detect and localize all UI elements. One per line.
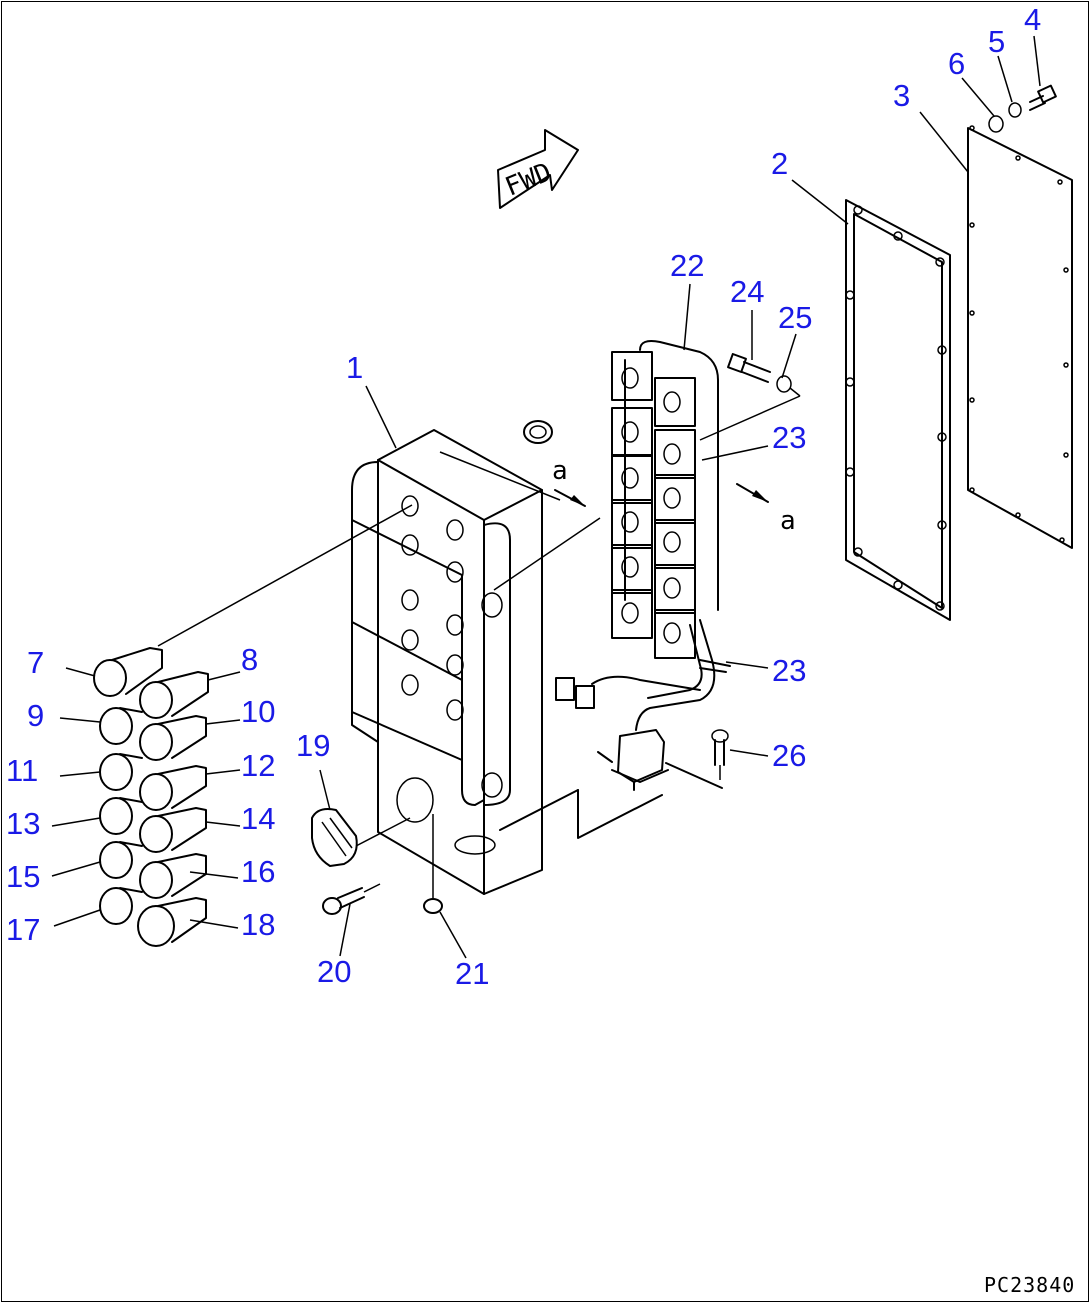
callout-23-lower: 23	[772, 653, 807, 688]
view-arrow-left	[554, 489, 586, 507]
plug-10	[139, 715, 207, 761]
leader-lines	[51, 35, 1041, 959]
callout-6: 6	[948, 46, 966, 81]
view-arrow-right	[736, 483, 769, 503]
screw-26	[711, 729, 729, 780]
plug-14	[139, 807, 207, 853]
solenoid-valve-assembly	[555, 340, 731, 791]
bolt-24	[727, 353, 771, 383]
callout-9: 9	[27, 698, 45, 733]
callout-19: 19	[296, 728, 331, 763]
callout-11: 11	[6, 753, 39, 788]
gasket	[845, 199, 951, 621]
bolt-4	[1029, 84, 1057, 111]
callout-7: 7	[27, 645, 45, 680]
callout-25: 25	[778, 300, 813, 335]
callout-17: 17	[6, 912, 41, 947]
plug-12	[139, 765, 207, 811]
assembly-line	[157, 504, 413, 647]
callout-26: 26	[772, 738, 807, 773]
plug-8	[139, 671, 209, 719]
callout-15: 15	[6, 859, 41, 894]
callout-8: 8	[241, 642, 259, 677]
cap-19	[311, 808, 411, 867]
callout-2: 2	[771, 146, 789, 181]
callout-24: 24	[730, 274, 765, 309]
callout-1: 1	[346, 350, 364, 385]
callout-22: 22	[670, 248, 705, 283]
plug-16	[139, 853, 207, 899]
callout-23-upper: 23	[772, 420, 807, 455]
plug-9	[99, 707, 143, 745]
washer-5	[1008, 102, 1022, 118]
callout-13: 13	[6, 806, 41, 841]
view-marker-right: a	[780, 506, 796, 536]
forward-arrow-icon	[497, 129, 579, 209]
callout-20: 20	[317, 954, 352, 989]
view-marker-left: a	[552, 456, 568, 486]
washer-6	[988, 115, 1004, 133]
callout-10: 10	[241, 694, 276, 729]
plug-7	[93, 647, 163, 697]
plug-11	[99, 753, 143, 791]
o-ring	[523, 420, 553, 444]
plug-13	[99, 797, 143, 835]
screw-20	[322, 883, 381, 915]
plug-21	[423, 814, 443, 914]
cover-plate	[967, 125, 1073, 549]
washer-25	[776, 375, 792, 393]
valve-block	[351, 429, 663, 895]
callout-16: 16	[241, 854, 276, 889]
drawing-code: PC23840	[984, 1273, 1076, 1297]
callout-5: 5	[988, 24, 1006, 59]
callout-3: 3	[893, 78, 911, 113]
plug-15	[99, 841, 143, 879]
plug-18	[137, 897, 207, 947]
callout-21: 21	[455, 956, 490, 991]
callout-4: 4	[1024, 2, 1042, 37]
callout-14: 14	[241, 801, 276, 836]
callout-12: 12	[241, 748, 276, 783]
plug-17	[99, 887, 143, 925]
callout-18: 18	[241, 907, 276, 942]
